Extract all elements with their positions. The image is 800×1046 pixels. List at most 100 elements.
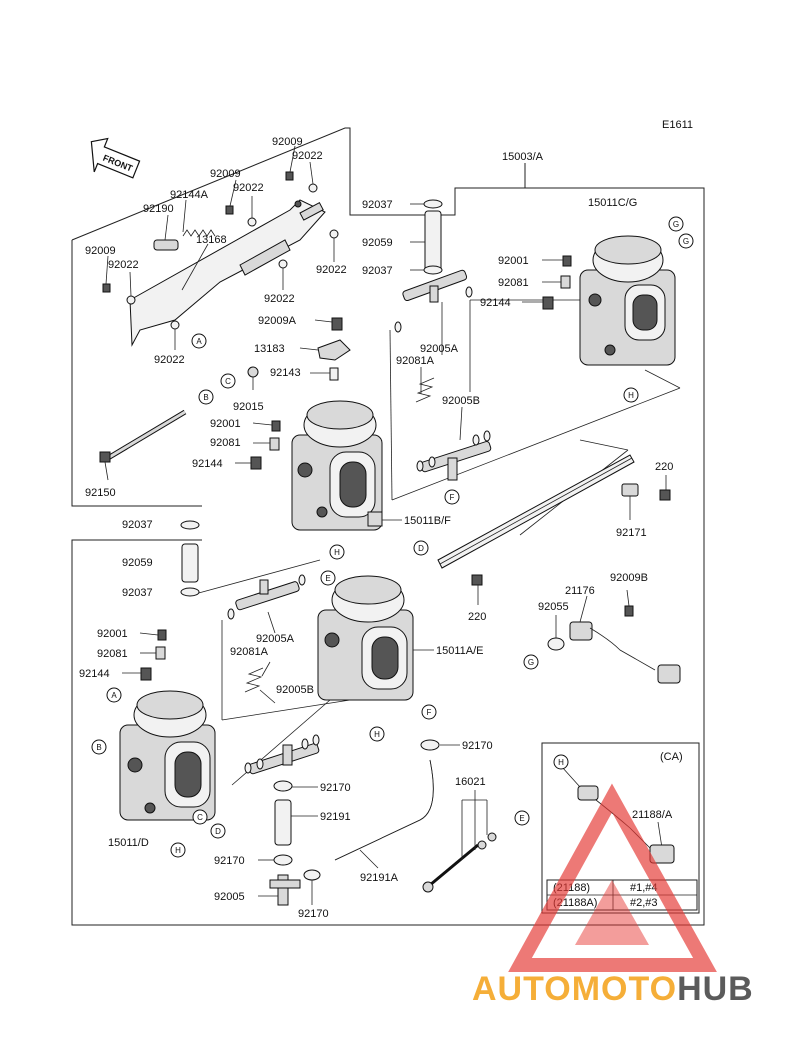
tube-92059-top: [424, 210, 442, 272]
watermark-inner-triangle-icon: [575, 880, 649, 945]
label-92170-c: 92170: [214, 855, 245, 867]
label-92190: 92190: [143, 203, 174, 215]
label-92005: 92005: [214, 891, 245, 903]
screw-92144-bottom: [140, 667, 152, 681]
svg-text:H: H: [175, 846, 181, 855]
bolt-220-a: [659, 489, 671, 501]
svg-text:H: H: [558, 758, 564, 767]
label-92009-t: 92009: [272, 136, 303, 148]
label-92144-l: 92144: [79, 668, 110, 680]
label-92081A-t: 92081A: [396, 355, 435, 367]
hose-92191A: [334, 759, 434, 861]
screw-92001-mid: [271, 420, 281, 432]
callout-g-2: G: [678, 233, 694, 249]
screw-92144-mid: [250, 456, 262, 470]
clamp-92171: [621, 483, 639, 497]
label-92150: 92150: [85, 487, 116, 499]
carburetor-15011A: [317, 575, 414, 701]
callout-c-1: C: [220, 373, 236, 389]
screws-bracket: [102, 171, 339, 330]
inset-row1-cyl: #1,#4: [630, 882, 658, 894]
svg-text:A: A: [111, 691, 117, 700]
callout-a-1: A: [191, 333, 207, 349]
svg-text:C: C: [225, 377, 231, 386]
label-92005A-b: 92005A: [256, 633, 295, 645]
label-92081-l: 92081: [97, 648, 128, 660]
label-92037-m2: 92037: [122, 587, 153, 599]
inset-title: (CA): [660, 751, 683, 763]
spring-92081-mid: [269, 437, 280, 451]
label-92081-r: 92081: [498, 277, 529, 289]
callout-markers: A B C G G H F H D E G A B H F C D H E H: [91, 216, 694, 858]
callout-f-1: F: [444, 489, 460, 505]
label-92009B: 92009B: [610, 572, 648, 584]
label-15011D: 15011/D: [108, 837, 149, 849]
bolt-220-b: [471, 574, 483, 586]
label-92170-b: 92170: [320, 782, 351, 794]
link-13183: [317, 339, 351, 361]
label-92037-m: 92037: [122, 519, 153, 531]
nut-92015: [247, 366, 259, 378]
label-92037-t2: 92037: [362, 265, 393, 277]
label-92022-e: 92022: [154, 354, 185, 366]
label-92005B-t: 92005B: [442, 395, 480, 407]
carburetor-15011: [119, 690, 216, 821]
pin-92190: [153, 239, 179, 251]
fuel-tee-92005A-top: [394, 269, 473, 333]
svg-text:F: F: [450, 493, 455, 502]
label-92059-m: 92059: [122, 557, 153, 569]
svg-text:G: G: [528, 658, 534, 667]
inset-row2-cyl: #2,#3: [630, 897, 658, 909]
screw-92001-top: [562, 255, 572, 267]
label-92015: 92015: [233, 401, 264, 413]
callout-g-1: G: [668, 216, 684, 232]
callout-d-1: D: [413, 540, 429, 556]
label-92022-t: 92022: [292, 150, 323, 162]
front-arrow-icon: FRONT: [90, 137, 141, 179]
label-13168: 13168: [196, 234, 227, 246]
label-15003A: 15003/A: [502, 151, 544, 163]
automotohub-watermark: AUTOMOTOHUB: [472, 783, 754, 1008]
part-number-labels: 15003/A 15011C/G 92009 92022 92009 92022…: [79, 136, 673, 920]
label-92144A: 92144A: [170, 189, 209, 201]
callout-a-2: A: [106, 687, 122, 703]
label-92009A: 92009A: [258, 315, 297, 327]
inset-row2-part: (21188A): [553, 897, 597, 909]
fuel-tee-92005A-bottom: [227, 574, 306, 620]
inset-part-label: 21188/A: [632, 809, 673, 821]
cap-92037-top: [423, 199, 443, 209]
svg-text:H: H: [628, 391, 634, 400]
label-92144-r: 92144: [480, 297, 511, 309]
watermark-text: AUTOMOTOHUB: [472, 970, 754, 1008]
frame-lines: [71, 127, 705, 926]
spring-92144A: [182, 229, 216, 237]
label-92191A: 92191A: [360, 872, 399, 884]
through-bolt-92150: [99, 409, 187, 463]
label-15011BF: 15011B/F: [404, 515, 451, 527]
svg-text:B: B: [203, 393, 208, 402]
label-92009-b: 92009: [85, 245, 116, 257]
callout-h-4: H: [170, 842, 186, 858]
label-92001-m: 92001: [210, 418, 241, 430]
spring-92081A-top: [415, 377, 435, 403]
label-92081-m: 92081: [210, 437, 241, 449]
spring-92081-bottom: [155, 646, 166, 660]
watermark-text-automoto: AUTOMOTO: [472, 970, 677, 1008]
callout-b-2: B: [91, 739, 107, 755]
label-92022-a: 92022: [233, 182, 264, 194]
label-92022-b: 92022: [108, 259, 139, 271]
callout-h-2: H: [329, 544, 345, 560]
label-92081A-b: 92081A: [230, 646, 269, 658]
sensor-21176: [547, 605, 681, 684]
label-92037-t: 92037: [362, 199, 393, 211]
spring-92081-top: [560, 275, 571, 289]
label-92022-c: 92022: [264, 293, 295, 305]
hose-92191: [274, 799, 292, 846]
label-92001-r: 92001: [498, 255, 529, 267]
svg-text:G: G: [673, 220, 679, 229]
svg-text:H: H: [374, 730, 380, 739]
tee-92005: [269, 874, 301, 906]
svg-text:C: C: [197, 813, 203, 822]
